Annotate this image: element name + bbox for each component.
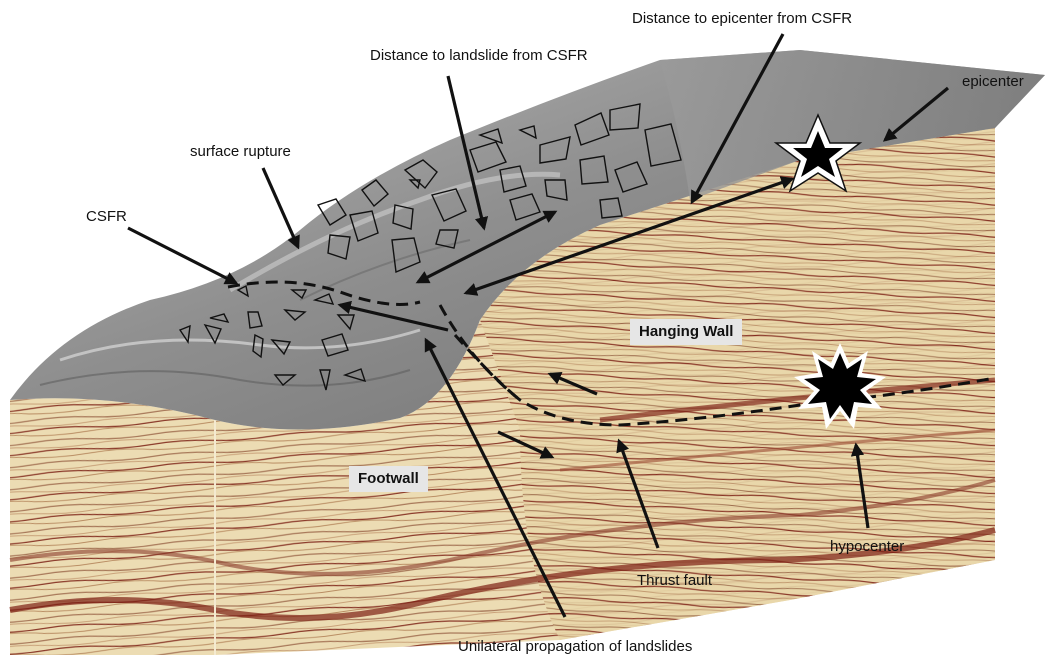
surface-rupture-label: surface rupture xyxy=(190,143,291,161)
thrust-fault-label: Thrust fault xyxy=(637,572,712,590)
unilateral-propagation-label: Unilateral propagation of landslides xyxy=(458,638,692,656)
distance-to-epicenter-label: Distance to epicenter from CSFR xyxy=(632,10,852,28)
csfr-arrow xyxy=(128,228,236,283)
footwall-label: Footwall xyxy=(349,466,428,492)
surface-rupture-arrow xyxy=(263,168,298,247)
distance-to-landslide-label: Distance to landslide from CSFR xyxy=(370,47,588,65)
hypocenter-label: hypocenter xyxy=(830,538,904,556)
epicenter-label: epicenter xyxy=(962,73,1024,91)
hanging-wall-label: Hanging Wall xyxy=(630,319,742,345)
csfr-label: CSFR xyxy=(86,208,127,226)
